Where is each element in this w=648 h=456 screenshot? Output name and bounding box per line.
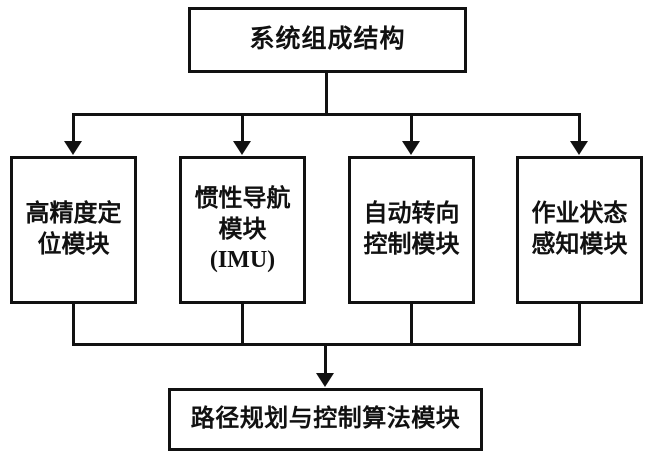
node-steering-module: 自动转向 控制模块 bbox=[348, 156, 475, 304]
connector-drop-steering bbox=[410, 113, 413, 143]
node-imu-module: 惯性导航 模块 (IMU) bbox=[179, 156, 306, 304]
connector-drop-positioning bbox=[72, 113, 75, 143]
connector-rise-imu bbox=[241, 304, 244, 346]
connector-branch-line bbox=[72, 113, 581, 116]
arrowhead-down-output bbox=[316, 373, 334, 387]
connector-rise-steering bbox=[410, 304, 413, 346]
arrowhead-down-positioning bbox=[64, 141, 82, 155]
node-system-structure: 系统组成结构 bbox=[188, 7, 467, 73]
node-status-sensing-module-label: 作业状态 感知模块 bbox=[531, 201, 628, 258]
arrowhead-down-imu bbox=[233, 141, 251, 155]
node-positioning-module-label: 高精度定 位模块 bbox=[25, 201, 122, 258]
connector-drop-status bbox=[578, 113, 581, 143]
node-path-planning-module: 路径规划与控制算法模块 bbox=[168, 388, 483, 451]
node-path-planning-module-label: 路径规划与控制算法模块 bbox=[190, 406, 461, 433]
connector-drop-imu bbox=[241, 113, 244, 143]
node-status-sensing-module: 作业状态 感知模块 bbox=[516, 156, 643, 304]
connector-rise-status bbox=[578, 304, 581, 346]
connector-rise-positioning bbox=[72, 304, 75, 346]
node-steering-module-label: 自动转向 控制模块 bbox=[363, 201, 460, 258]
node-positioning-module: 高精度定 位模块 bbox=[10, 156, 137, 304]
node-system-structure-label: 系统组成结构 bbox=[249, 26, 406, 53]
connector-output-stub bbox=[324, 343, 327, 375]
node-imu-module-label: 惯性导航 模块 (IMU) bbox=[194, 185, 291, 274]
arrowhead-down-status bbox=[570, 141, 588, 155]
arrowhead-down-steering bbox=[402, 141, 420, 155]
connector-root-stub bbox=[325, 73, 328, 113]
